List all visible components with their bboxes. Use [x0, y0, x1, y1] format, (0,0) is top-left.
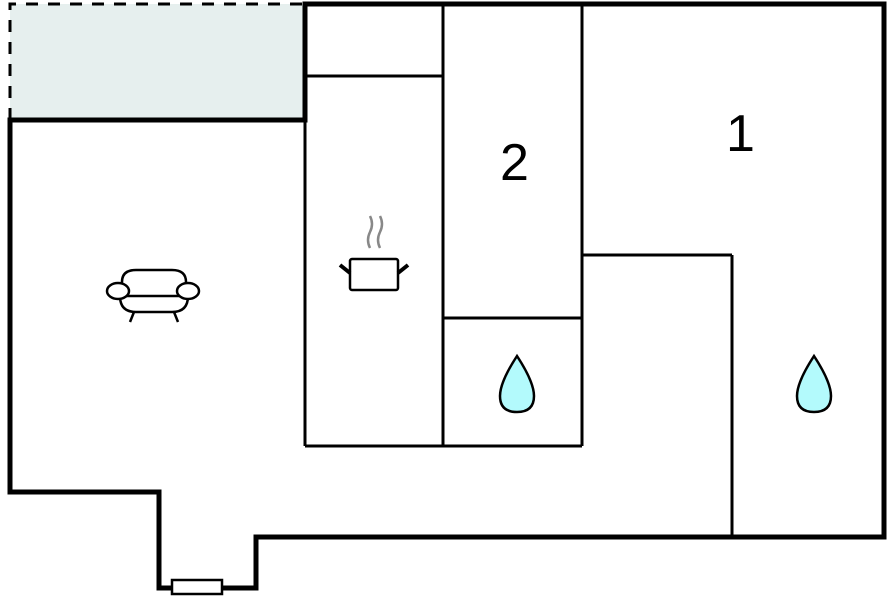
water-drop-icon — [498, 353, 536, 414]
outer-wall — [7, 1, 887, 591]
bedroom-2-label: 2 — [500, 134, 529, 192]
interior-walls — [303, 4, 734, 537]
terrace-area — [10, 4, 305, 120]
bedroom-1-label: 1 — [726, 105, 755, 163]
water-drop-icon — [795, 353, 833, 414]
sofa-icon — [105, 268, 201, 323]
cooking-pot-icon — [338, 215, 410, 292]
entrance-door — [170, 578, 224, 596]
terrace-dashed-border — [8, 2, 305, 120]
